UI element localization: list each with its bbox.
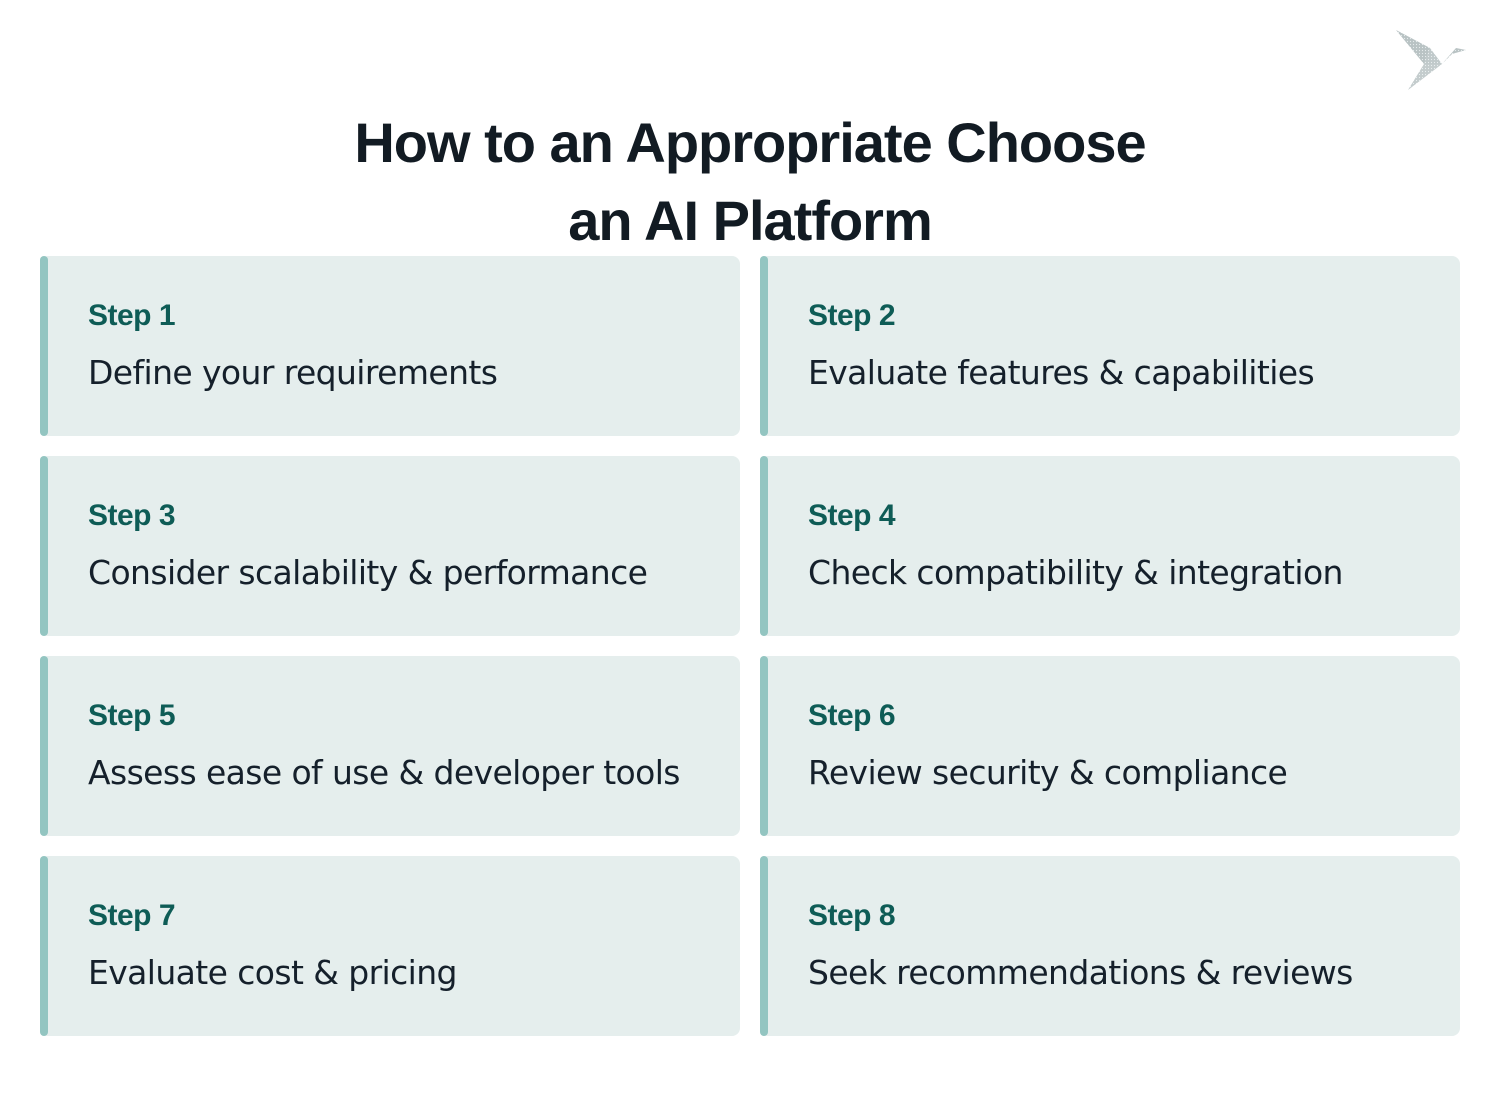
accent-bar: [40, 856, 48, 1036]
steps-grid: Step 1 Define your requirements Step 2 E…: [40, 256, 1460, 1036]
accent-bar: [760, 656, 768, 836]
step-label: Step 5: [88, 699, 176, 732]
step-card-4: Step 4 Check compatibility & integration: [760, 456, 1460, 636]
step-label: Step 3: [88, 499, 176, 532]
step-card-2: Step 2 Evaluate features & capabilities: [760, 256, 1460, 436]
accent-bar: [40, 656, 48, 836]
step-label: Step 4: [808, 499, 896, 532]
step-card-5: Step 5 Assess ease of use & developer to…: [40, 656, 740, 836]
step-card-6: Step 6 Review security & compliance: [760, 656, 1460, 836]
title-line-2: an AI Platform: [568, 188, 933, 252]
origami-bird-icon: [1394, 28, 1472, 92]
page-title: How to an Appropriate Choose an AI Platf…: [0, 104, 1500, 260]
step-card-7: Step 7 Evaluate cost & pricing: [40, 856, 740, 1036]
step-label: Step 6: [808, 699, 896, 732]
step-card-8: Step 8 Seek recommendations & reviews: [760, 856, 1460, 1036]
accent-bar: [760, 856, 768, 1036]
accent-bar: [760, 456, 768, 636]
accent-bar: [40, 456, 48, 636]
accent-bar: [40, 256, 48, 436]
step-card-1: Step 1 Define your requirements: [40, 256, 740, 436]
step-label: Step 2: [808, 299, 896, 332]
step-label: Step 1: [88, 299, 176, 332]
step-description: Evaluate features & capabilities: [808, 353, 1315, 392]
step-description: Consider scalability & performance: [88, 553, 648, 592]
step-description: Seek recommendations & reviews: [808, 953, 1353, 992]
step-description: Assess ease of use & developer tools: [88, 753, 681, 792]
step-label: Step 7: [88, 899, 176, 932]
step-label: Step 8: [808, 899, 896, 932]
step-description: Check compatibility & integration: [808, 553, 1343, 592]
step-description: Evaluate cost & pricing: [88, 953, 457, 992]
step-description: Review security & compliance: [808, 753, 1288, 792]
accent-bar: [760, 256, 768, 436]
step-card-3: Step 3 Consider scalability & performanc…: [40, 456, 740, 636]
title-line-1: How to an Appropriate Choose: [354, 110, 1146, 174]
step-description: Define your requirements: [88, 353, 498, 392]
